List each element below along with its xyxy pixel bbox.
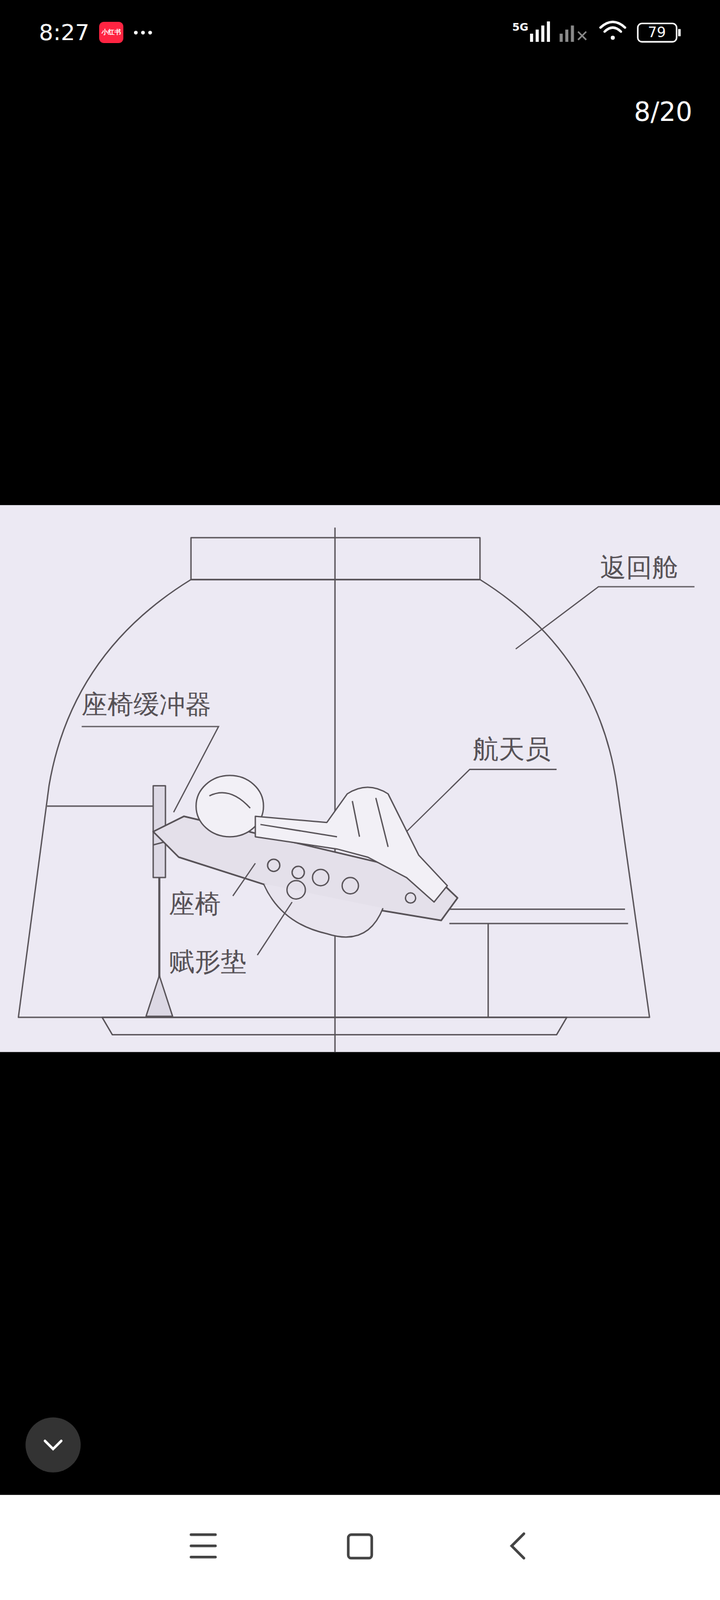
- bar: [565, 29, 569, 42]
- leader-line: [406, 769, 557, 833]
- buffer-base: [145, 975, 173, 1017]
- cushion-pad: [286, 881, 306, 900]
- visor: [209, 793, 251, 809]
- part-label: 座椅缓冲器: [81, 690, 212, 719]
- dot: [148, 30, 152, 35]
- back-icon: [511, 1534, 525, 1560]
- fitting: [292, 866, 305, 879]
- clock-time: 8:27: [38, 20, 90, 46]
- diagram-ground: [0, 505, 720, 1053]
- buffer-rod: [158, 877, 160, 978]
- signal-bars: [529, 21, 551, 42]
- helmet: [195, 775, 264, 837]
- floor-line: [449, 908, 625, 911]
- more-dots: [133, 30, 152, 35]
- fitting: [312, 869, 330, 887]
- fitting: [342, 877, 359, 895]
- fitting: [405, 892, 416, 903]
- nav-icons: [191, 1534, 525, 1560]
- dot: [133, 30, 138, 35]
- chevron-down: [44, 1441, 62, 1450]
- bar: [541, 25, 545, 42]
- wifi-dot: [610, 36, 615, 41]
- axis-line: [334, 527, 336, 1053]
- bar: [559, 33, 563, 42]
- cushion: [263, 884, 383, 938]
- battery-outline: [637, 23, 677, 42]
- menu-icon: [191, 1535, 216, 1558]
- signal-bars-off: [559, 25, 587, 42]
- leader-line: [233, 863, 256, 896]
- bar: [535, 29, 539, 42]
- app-icon: 小红书: [99, 21, 124, 44]
- leader-line: [257, 902, 293, 956]
- battery-tip: [678, 28, 681, 36]
- bar: [547, 21, 551, 42]
- nav-bar: [0, 1495, 720, 1600]
- part-label: 座椅: [168, 889, 221, 919]
- capsule-drawing: [18, 527, 650, 1053]
- wifi-arc: [604, 27, 621, 32]
- leader-lines: [81, 587, 695, 956]
- bar: [529, 33, 533, 42]
- part-label: 返回舱: [600, 553, 679, 582]
- battery-level: 79: [648, 24, 667, 41]
- no-signal-mark: [577, 31, 587, 41]
- capsule-outline: [18, 579, 650, 1018]
- floor-line: [449, 923, 628, 925]
- collapse-button: [25, 1417, 81, 1473]
- legs: [352, 798, 389, 848]
- floor-post: [487, 923, 489, 1018]
- part-label: 航天员: [472, 735, 551, 764]
- network-type: 5G: [512, 21, 529, 34]
- part-label: 赋形垫: [168, 947, 247, 977]
- page-counter: 8/20: [633, 97, 693, 127]
- home-icon: [348, 1535, 372, 1559]
- wifi-icon: [600, 21, 626, 40]
- dot: [141, 30, 145, 35]
- wall-support: [47, 805, 154, 807]
- leader-line: [81, 726, 219, 813]
- harness: [260, 825, 337, 838]
- bar: [570, 25, 574, 42]
- fitting: [267, 859, 280, 872]
- leader-line: [515, 587, 695, 650]
- astronaut-body: [255, 787, 448, 903]
